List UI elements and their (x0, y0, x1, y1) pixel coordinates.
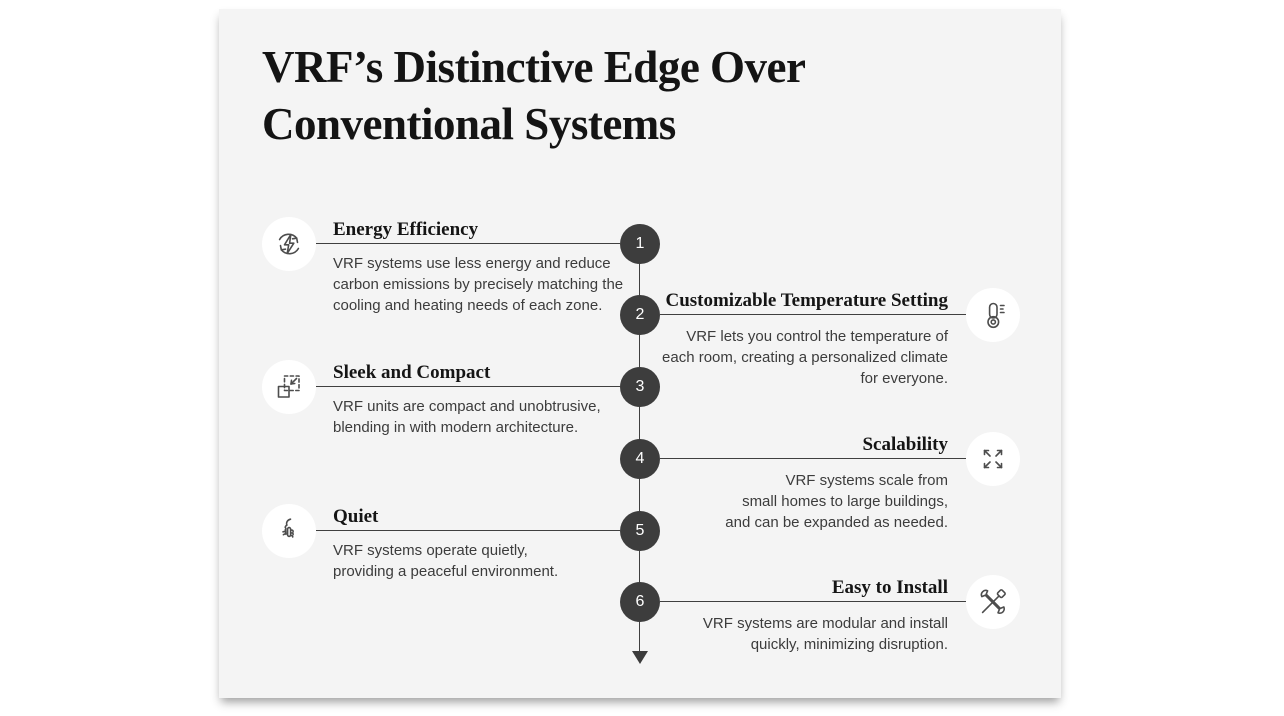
timeline-node-number: 6 (635, 593, 645, 610)
item-description-sleek-compact: VRF units are compact and unobtrusive, b… (333, 398, 601, 436)
connector-line-2 (660, 314, 966, 315)
item-title-quiet: Quiet (333, 506, 379, 527)
item-title-energy-efficiency: Energy Efficiency (333, 219, 479, 240)
energy-cycle-icon (278, 233, 300, 255)
item-description-customizable-temperature: VRF lets you control the temperature of … (662, 328, 948, 387)
infographic-panel: VRF’s Distinctive Edge Over Conventional… (219, 9, 1061, 698)
tools-icon (980, 589, 1006, 614)
item-title-easy-install: Easy to Install (831, 577, 948, 598)
timeline-node-6: 6 (620, 582, 660, 622)
easy-install-icon-circle (966, 575, 1020, 629)
item-description-scalability: VRF systems scale from small homes to la… (725, 472, 948, 531)
connector-line-1 (316, 243, 620, 244)
timeline-node-1: 1 (620, 224, 660, 264)
timeline-node-number: 3 (635, 378, 645, 395)
item-title-customizable-temperature: Customizable Temperature Setting (665, 290, 948, 311)
timeline-node-4: 4 (620, 439, 660, 479)
timeline-arrow-icon (632, 651, 648, 664)
connector-line-3 (316, 386, 620, 387)
energy-efficiency-icon-circle (262, 217, 316, 271)
connector-line-5 (316, 530, 620, 531)
item-title-sleek-compact: Sleek and Compact (333, 362, 491, 383)
scalability-icon-circle (966, 432, 1020, 486)
temperature-icon-circle (966, 288, 1020, 342)
timeline-node-3: 3 (620, 367, 660, 407)
thermometer-icon (987, 302, 1005, 329)
shh-icon (282, 518, 294, 538)
connector-line-6 (660, 601, 966, 602)
timeline-node-5: 5 (620, 511, 660, 551)
sleek-compact-icon-circle (262, 360, 316, 414)
page-title: VRF’s Distinctive Edge Over Conventional… (262, 42, 806, 149)
timeline-node-number: 5 (635, 522, 645, 539)
connector-line-4 (660, 458, 966, 459)
item-description-energy-efficiency: VRF systems use less energy and reduce c… (333, 255, 624, 314)
timeline-node-number: 2 (635, 306, 645, 323)
item-description-easy-install: VRF systems are modular and install quic… (702, 615, 948, 653)
timeline-node-2: 2 (620, 295, 660, 335)
item-description-quiet: VRF systems operate quietly, providing a… (333, 542, 559, 580)
timeline-node-number: 1 (635, 235, 645, 252)
quiet-icon-circle (262, 504, 316, 558)
shrink-icon (277, 375, 300, 398)
expand-arrows-icon (983, 449, 1003, 469)
timeline-node-number: 4 (635, 450, 645, 467)
item-title-scalability: Scalability (862, 434, 948, 455)
